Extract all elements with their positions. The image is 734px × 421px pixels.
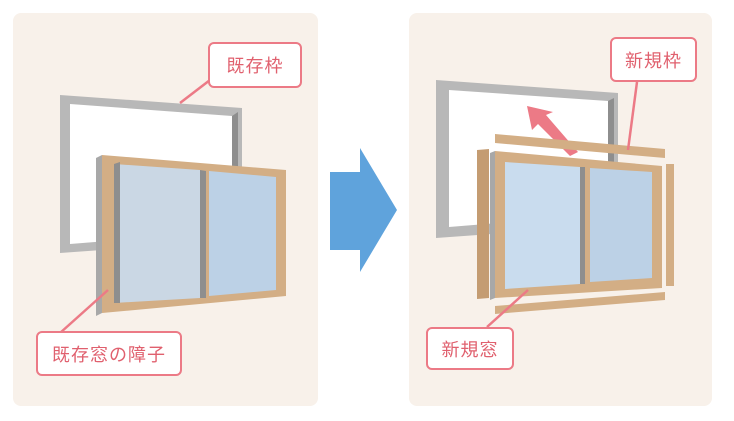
new-window (490, 151, 662, 300)
new-frame-parts (477, 134, 674, 314)
arrow-right-icon (330, 148, 397, 272)
existing-sash (96, 155, 286, 316)
existing-frame-label: 既存枠 (208, 42, 302, 88)
new-frame-label: 新規枠 (610, 37, 697, 82)
new-window-label: 新規窓 (426, 327, 514, 370)
existing-sash-label: 既存窓の障子 (36, 331, 182, 376)
